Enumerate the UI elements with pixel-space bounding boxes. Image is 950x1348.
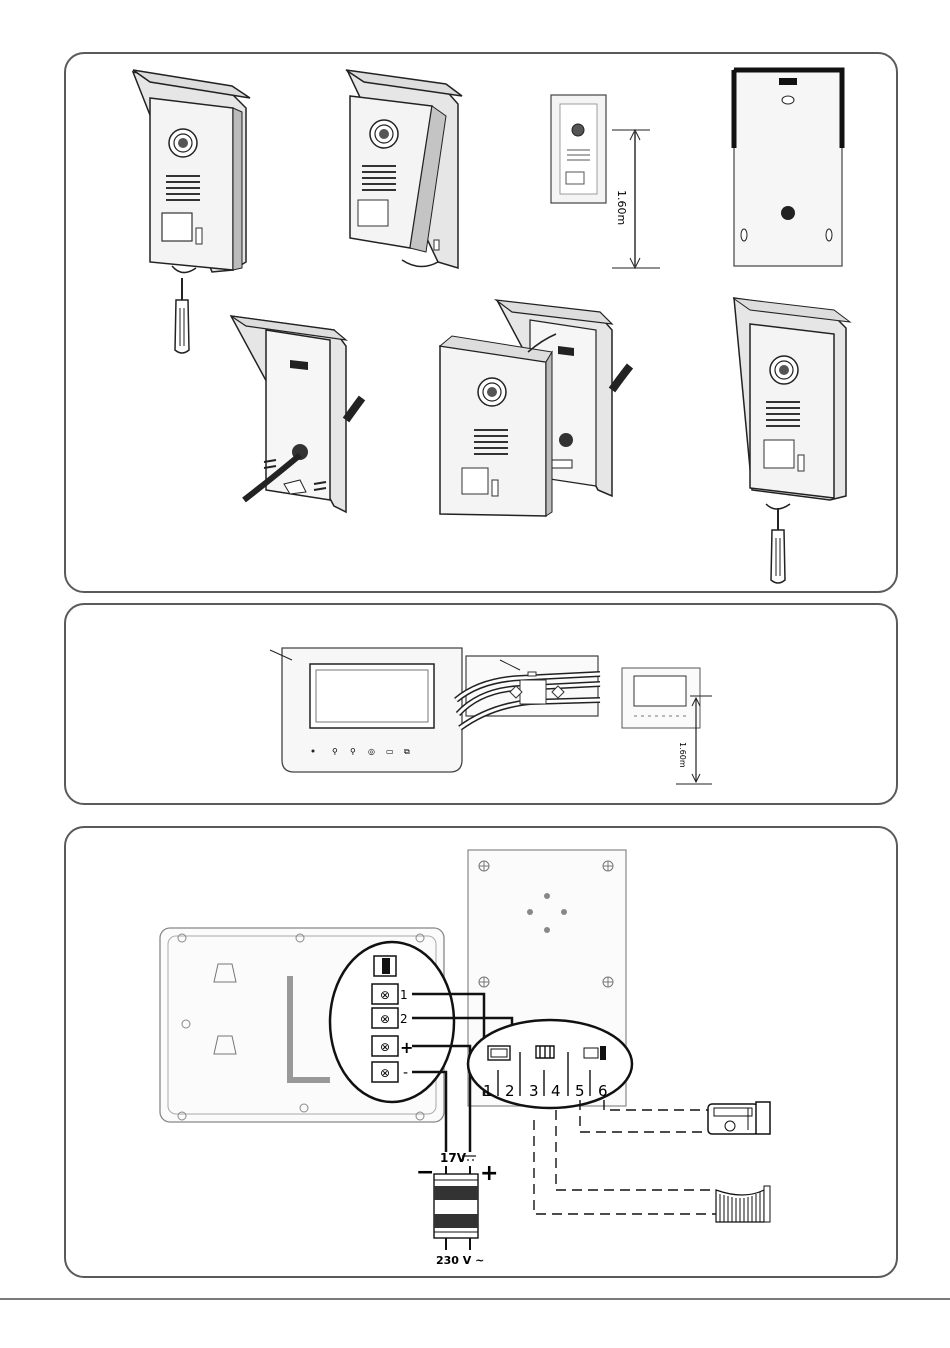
svg-text:⊗: ⊗ <box>380 1066 390 1080</box>
monitor-terminal-plus: + <box>400 1038 413 1057</box>
svg-text:⊗: ⊗ <box>380 1040 390 1054</box>
svg-text:⊗: ⊗ <box>380 1012 390 1026</box>
power-plus-sign: + <box>480 1161 498 1186</box>
camera-terminal-4: 4 <box>551 1082 561 1100</box>
svg-text:⊗: ⊗ <box>380 988 390 1002</box>
camera-terminal-1: 1 <box>483 1082 493 1100</box>
monitor-terminal-1: 1 <box>400 988 408 1002</box>
gate-icon <box>716 1186 770 1222</box>
lock-icon <box>584 1048 598 1058</box>
camera-terminal-2: 2 <box>505 1082 515 1100</box>
monitor-terminal-minus: - <box>403 1065 408 1081</box>
camera-terminal-5: 5 <box>575 1082 585 1100</box>
power-output-label: 17V <box>440 1151 467 1165</box>
lock-icon <box>708 1102 770 1134</box>
camera-terminal-3: 3 <box>529 1082 539 1100</box>
power-input-label: 230 V ~ <box>436 1254 484 1267</box>
monitor-terminal-2: 2 <box>400 1012 408 1026</box>
camera-terminal-6: 6 <box>598 1082 608 1100</box>
power-minus-sign: − <box>416 1160 434 1185</box>
power-supply-icon <box>434 1166 478 1250</box>
